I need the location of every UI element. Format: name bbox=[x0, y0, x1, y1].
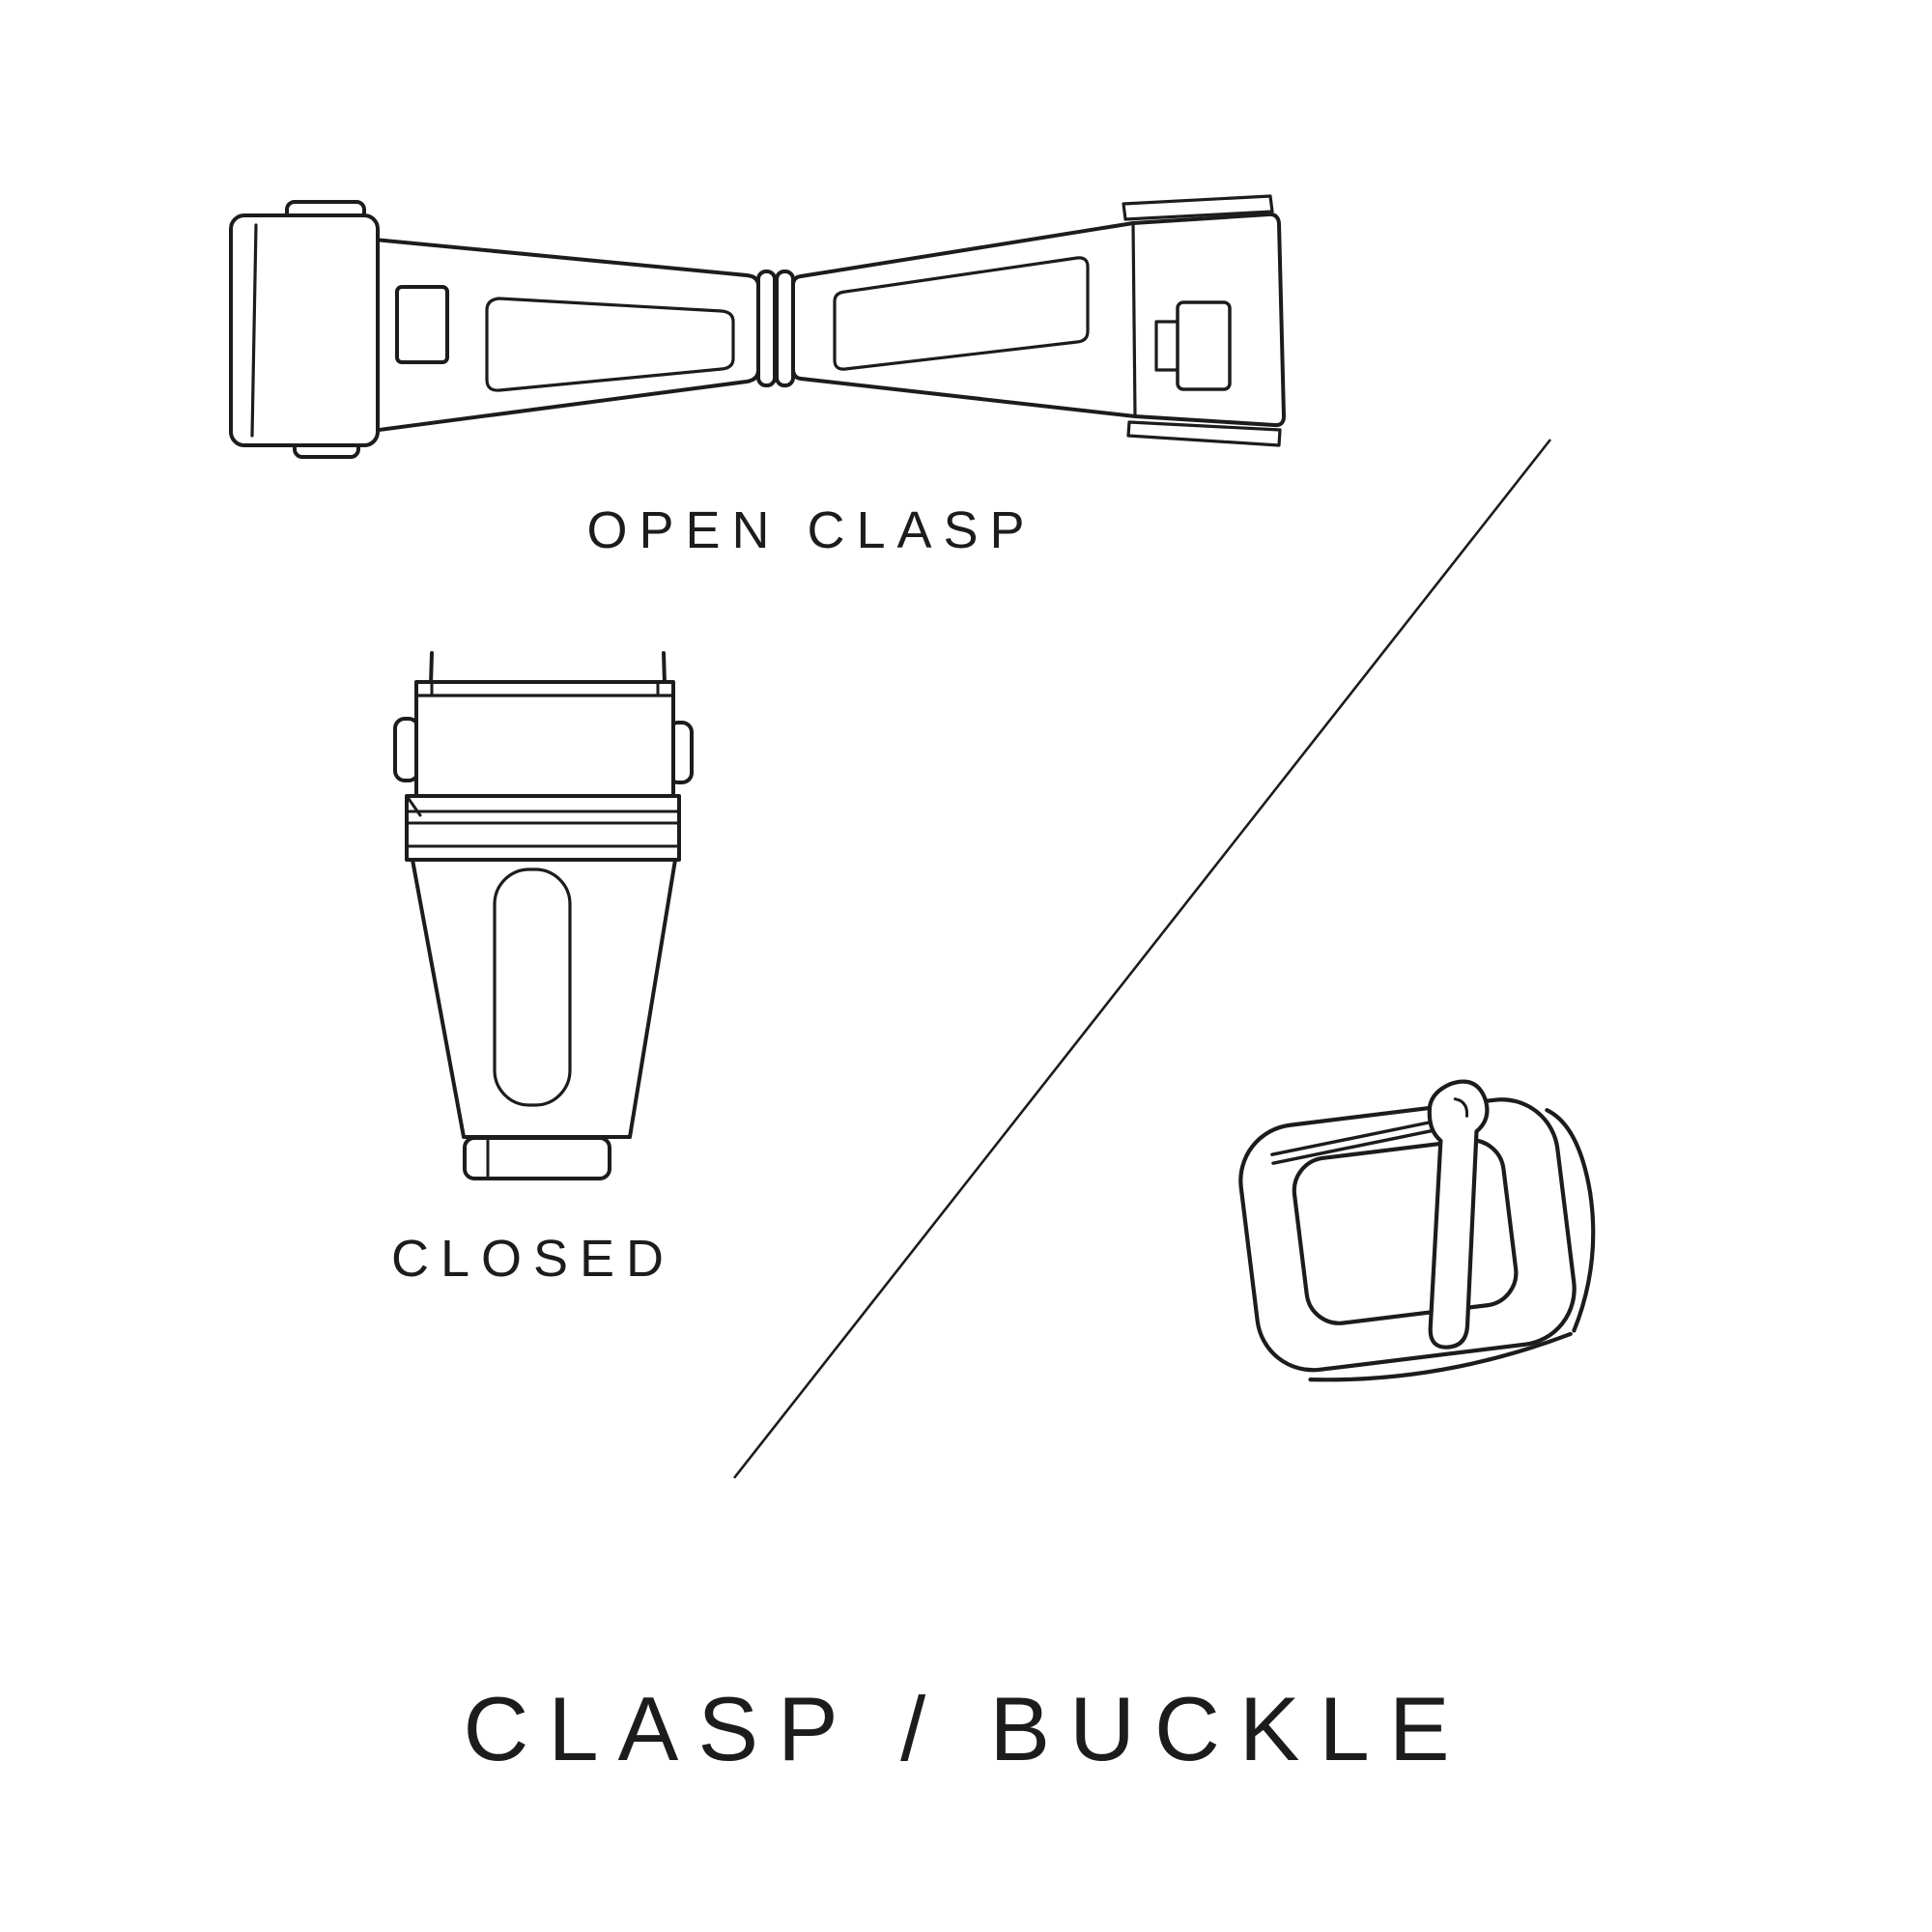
clasp-right-bottom-lip bbox=[1126, 420, 1282, 447]
buckle-depth-bottom bbox=[1308, 1331, 1573, 1382]
buckle-frame-opening bbox=[1292, 1138, 1519, 1325]
buckle-pin-bottom bbox=[1271, 1127, 1442, 1165]
page-title: CLASP / BUCKLE bbox=[463, 1678, 1469, 1779]
closed-foot bbox=[463, 1136, 611, 1180]
divider-line-stroke bbox=[732, 439, 1552, 1479]
clasp-left-arm-cutout bbox=[395, 285, 449, 364]
divider-line bbox=[732, 439, 1552, 1479]
clasp-hinge-bar-left bbox=[756, 270, 777, 387]
clasp-left-arm-window bbox=[485, 297, 735, 392]
buckle-drawing bbox=[1238, 1079, 1596, 1382]
clasp-plate-divider bbox=[1131, 221, 1137, 418]
clasp-right-arm-window bbox=[833, 256, 1090, 371]
buckle-tang bbox=[1427, 1079, 1490, 1350]
buckle-depth-right bbox=[1545, 1108, 1596, 1333]
buckle-illustration bbox=[1238, 1079, 1596, 1382]
closed-prong-left bbox=[429, 651, 434, 686]
clasp-catch bbox=[1176, 300, 1232, 391]
clasp-right-arm bbox=[791, 212, 1286, 428]
clasp-hinge-bar-right bbox=[775, 270, 795, 387]
buckle-pin-top bbox=[1270, 1119, 1441, 1156]
buckle-tang-loop-detail bbox=[1453, 1097, 1469, 1118]
closed-prong-right bbox=[662, 651, 667, 686]
buckle-frame-outer bbox=[1238, 1097, 1577, 1373]
open-clasp-caption: OPEN CLASP bbox=[586, 501, 1037, 559]
clasp-catch-hook bbox=[1154, 320, 1179, 372]
closed-body bbox=[411, 858, 677, 1139]
closed-clasp-illustration bbox=[393, 651, 694, 1180]
closed-body-slot bbox=[493, 867, 572, 1107]
closed-band-corner bbox=[405, 794, 422, 817]
open-clasp-illustration bbox=[229, 194, 1286, 459]
closed-top-cover bbox=[414, 680, 675, 798]
closed-clasp-caption: CLOSED bbox=[390, 1230, 676, 1288]
open-clasp-drawing bbox=[229, 194, 1286, 459]
closed-clasp-drawing bbox=[393, 651, 694, 1180]
closed-band bbox=[405, 794, 681, 862]
clasp-right-top-lip bbox=[1122, 194, 1274, 221]
clasp-endpiece-edge-line bbox=[250, 223, 258, 438]
clasp-endpiece-block bbox=[229, 213, 380, 447]
